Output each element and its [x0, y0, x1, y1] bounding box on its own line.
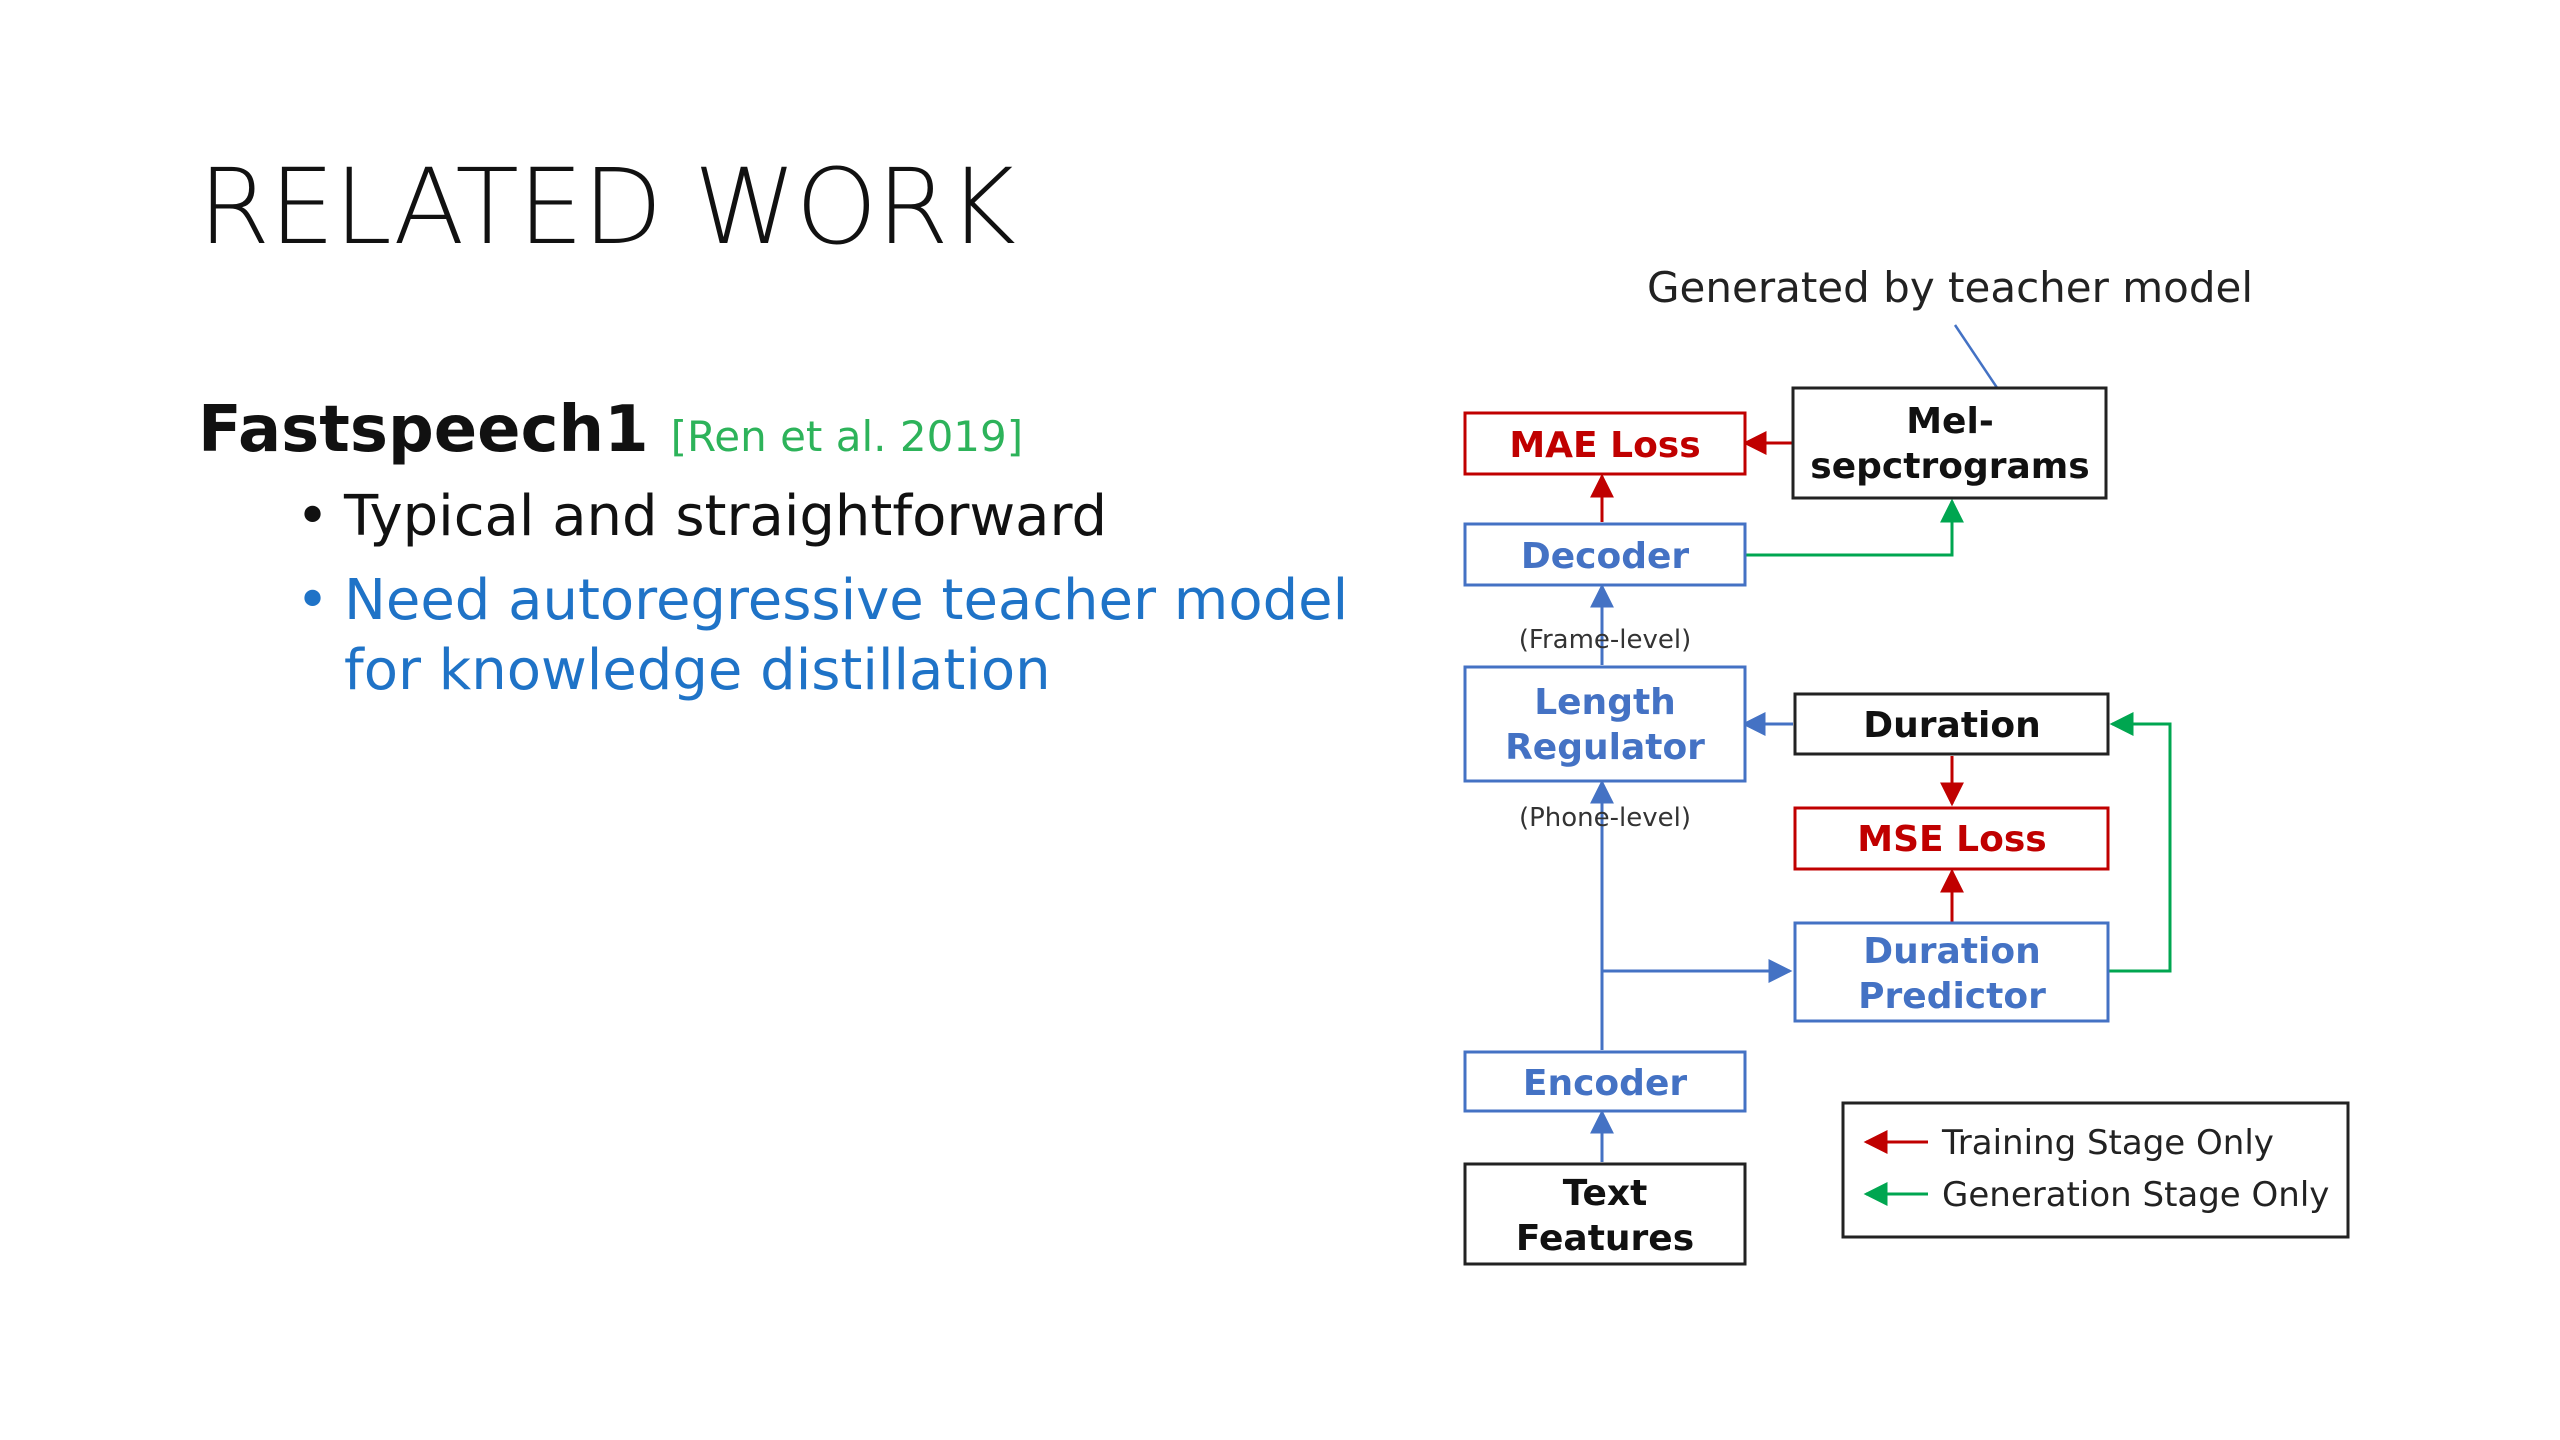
- encoder-label: Encoder: [1523, 1063, 1687, 1104]
- citation: [Ren et al. 2019]: [670, 412, 1024, 461]
- duration-predictor-node: Duration Predictor: [1793, 921, 2110, 1023]
- subtitle-row: Fastspeech1 [Ren et al. 2019]: [198, 392, 1023, 469]
- subtitle: Fastspeech1: [198, 393, 649, 467]
- mse-loss-label: MSE Loss: [1857, 819, 2046, 860]
- bullet-dot: •: [296, 568, 330, 633]
- decoder-label: Decoder: [1521, 536, 1690, 577]
- text-label-line2: Features: [1516, 1218, 1694, 1259]
- mel-spectrograms-node: Mel- sepctrograms: [1791, 386, 2108, 500]
- edge-decoder-to-mel: [1745, 498, 1964, 557]
- bullet-item: • Need autoregressive teacher model for …: [296, 566, 1396, 706]
- edge-predictor-to-duration: [2108, 712, 2172, 973]
- predictor-label-line1: Duration: [1863, 931, 2040, 972]
- mae-loss-node: MAE Loss: [1463, 411, 1747, 476]
- bullet-item: • Typical and straightforward: [296, 482, 1396, 552]
- predictor-label-line2: Predictor: [1858, 976, 2046, 1017]
- duration-node: Duration: [1793, 692, 2110, 756]
- bullet-dot: •: [296, 484, 330, 549]
- text-features-node: Text Features: [1463, 1162, 1747, 1266]
- mel-label-line2: sepctrograms: [1810, 446, 2089, 487]
- encoder-node: Encoder: [1463, 1050, 1747, 1113]
- mse-loss-node: MSE Loss: [1793, 806, 2110, 871]
- duration-label: Duration: [1863, 705, 2040, 746]
- length-label-line2: Regulator: [1505, 727, 1705, 768]
- legend-generation-label: Generation Stage Only: [1942, 1175, 2329, 1215]
- text-label-line1: Text: [1563, 1173, 1648, 1214]
- mae-loss-label: MAE Loss: [1509, 425, 1700, 466]
- legend: Training Stage Only Generation Stage Onl…: [1841, 1101, 2350, 1239]
- bullet-list: • Typical and straightforward • Need aut…: [296, 482, 1396, 720]
- bullet-text: Typical and straightforward: [344, 484, 1108, 549]
- legend-training-label: Training Stage Only: [1941, 1123, 2274, 1163]
- mel-label-line1: Mel-: [1906, 401, 1994, 442]
- frame-level-label: (Frame-level): [1519, 625, 1692, 655]
- phone-level-label: (Phone-level): [1519, 803, 1691, 833]
- decoder-node: Decoder: [1463, 522, 1747, 587]
- slide-title: RELATED WORK: [198, 146, 1016, 268]
- length-regulator-node: Length Regulator: [1463, 665, 1747, 783]
- length-label-line1: Length: [1534, 682, 1676, 723]
- teacher-annotation: Generated by teacher model: [1647, 263, 2253, 312]
- bullet-text: Need autoregressive teacher model for kn…: [344, 568, 1349, 703]
